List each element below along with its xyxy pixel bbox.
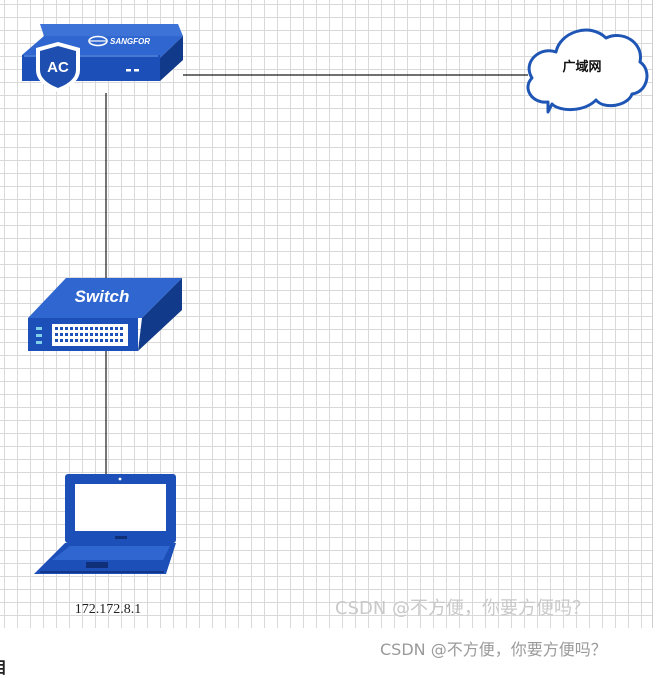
ac-appliance-icon[interactable]: AC SANGFOR xyxy=(22,24,183,92)
outer-watermark: CSDN @不方便，你要方便吗？ xyxy=(380,640,607,659)
diagram-canvas: AC SANGFOR 广域网 Switch xyxy=(0,0,653,628)
cut-off-heading: 目 xyxy=(0,654,7,678)
wan-label: 广域网 xyxy=(562,59,601,75)
inner-watermark: CSDN @不方便，你要方便吗？ xyxy=(335,598,591,619)
laptop-icon[interactable] xyxy=(34,474,176,574)
ac-shield-icon: AC xyxy=(36,42,80,92)
ac-badge-text: AC xyxy=(47,59,69,76)
ac-brand-text: SANGFOR xyxy=(110,37,150,46)
wan-cloud-icon[interactable]: 广域网 xyxy=(526,28,649,114)
laptop-ip-label: 172.172.8.1 xyxy=(74,602,142,617)
sangfor-logo-icon: SANGFOR xyxy=(88,35,150,47)
switch-label: Switch xyxy=(75,287,130,306)
network-topology-diagram: AC SANGFOR 广域网 Switch xyxy=(22,24,649,574)
switch-icon[interactable]: Switch xyxy=(28,278,182,351)
